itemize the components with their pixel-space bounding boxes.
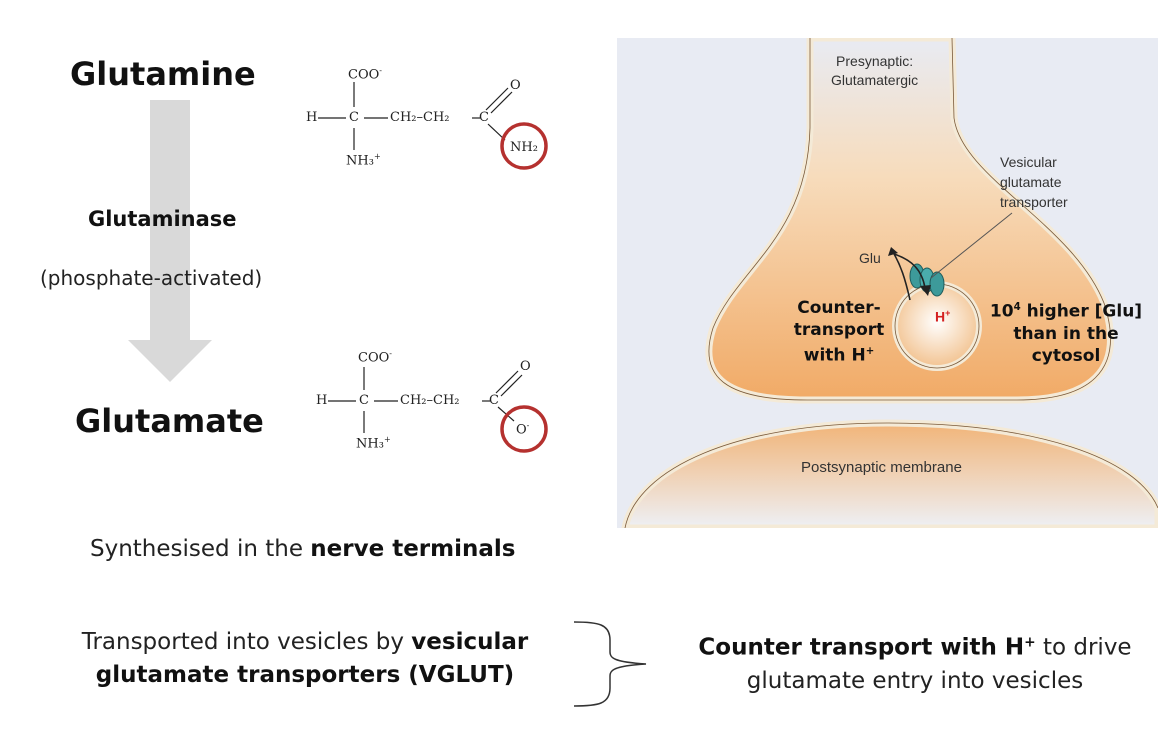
enzyme-label: Glutaminase — [88, 207, 237, 231]
postsynaptic-label: Postsynaptic membrane — [801, 459, 962, 476]
counter-transport-label: Counter- transport with H+ — [793, 298, 885, 366]
synthesis-statement: Synthesised in the nerve terminals — [90, 536, 516, 562]
reaction-arrow — [128, 100, 212, 382]
hydrogen-label: H — [306, 110, 318, 125]
glu-label: Glu — [859, 250, 881, 266]
carboxylate-highlight-circle — [500, 405, 548, 453]
concentration-label: 104 higher [Glu] than in the cytosol — [989, 301, 1143, 366]
glutamate-title: Glutamate — [75, 402, 264, 440]
carbonyl-oxygen-label: O — [510, 78, 521, 93]
carboxylate-group-label: COO- — [348, 66, 382, 83]
ammonium-label: NH₃+ — [346, 152, 381, 169]
methylene-chain-label: CH₂–CH₂ — [390, 110, 450, 125]
ammonium-label: NH₃+ — [356, 435, 391, 452]
alpha-carbon-label: C — [359, 393, 369, 408]
alpha-carbon-label: C — [349, 110, 359, 125]
presynaptic-label: Presynaptic: Glutamatergic — [831, 53, 919, 88]
glutamine-title: Glutamine — [70, 55, 256, 93]
proton-label: H+ — [935, 308, 951, 325]
glutamine-structure: COO- H C CH₂–CH₂ C O NH₃+ NH₂ — [300, 60, 560, 180]
hydrogen-label: H — [316, 393, 328, 408]
glutamate-structure: COO- H C CH₂–CH₂ C O NH₃+ O- — [310, 345, 570, 465]
carbonyl-oxygen-label: O — [520, 359, 531, 374]
carbonyl-carbon-label: C — [489, 393, 499, 408]
curly-brace — [573, 621, 647, 707]
amide-highlight-circle — [500, 122, 548, 170]
amide-group-label: NH₂ — [510, 140, 538, 155]
enzyme-note: (phosphate-activated) — [40, 266, 263, 290]
counter-transport-statement: Counter transport with H+ to drive gluta… — [698, 634, 1132, 694]
carboxylate-group-label: COO- — [358, 349, 392, 366]
synapse-diagram: Presynaptic: Glutamatergic Vesicular glu… — [617, 38, 1158, 528]
carbonyl-carbon-label: C — [479, 110, 489, 125]
vglut-label: Vesicular glutamate transporter — [1000, 154, 1068, 210]
transport-statement: Transported into vesicles by vesicular g… — [81, 629, 529, 688]
carboxylate-oxygen-label: O- — [516, 421, 530, 438]
methylene-chain-label: CH₂–CH₂ — [400, 393, 460, 408]
synaptic-vesicle — [892, 281, 982, 371]
